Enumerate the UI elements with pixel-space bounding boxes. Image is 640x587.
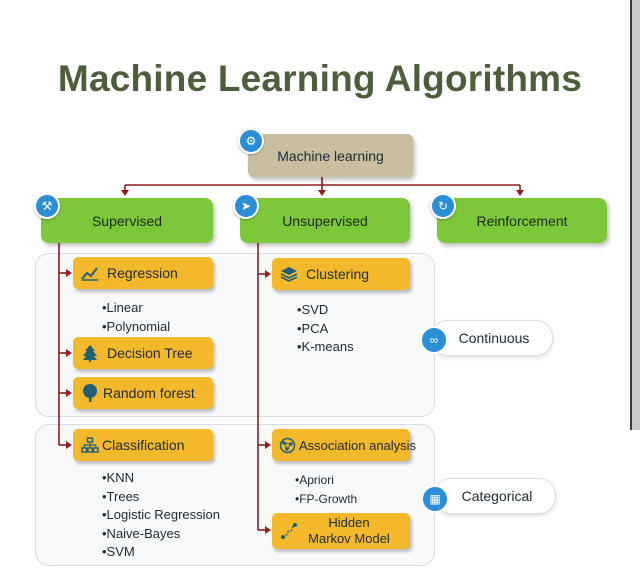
category-supervised-label: Supervised <box>91 212 163 229</box>
list-item: •Linear <box>102 300 143 315</box>
algorithm-hmm-line1: Hidden <box>328 515 370 530</box>
list-item: •Polynomial <box>102 318 171 334</box>
algorithm-hmm-label: Hidden Markov Model <box>308 515 390 547</box>
algorithm-association-analysis-label: Association analysis <box>299 437 417 453</box>
category-reinforcement-label: Reinforcement <box>476 212 568 229</box>
classification-methods-list: •KNN •Trees •Logistic Regression •Naive-… <box>102 469 220 562</box>
clustering-methods-list: •SVD •PCA •K-means <box>297 301 354 357</box>
category-unsupervised: Unsupervised <box>240 198 410 243</box>
list-item: •Naive-Bayes <box>102 525 181 541</box>
list-item: •FP-Growth <box>295 491 358 506</box>
algorithm-hidden-markov-model: Hidden Markov Model <box>272 513 410 549</box>
algorithm-decision-tree: Decision Tree <box>73 337 213 369</box>
gears-icon: ⚙ <box>238 128 264 154</box>
list-item: •Logistic Regression <box>102 507 220 522</box>
algorithm-hmm-line2: Markov Model <box>308 531 390 546</box>
hierarchy-icon <box>79 434 101 456</box>
category-unsupervised-label: Unsupervised <box>282 212 368 229</box>
regression-methods-list: •Linear •Polynomial <box>102 299 170 336</box>
root-node-label: Machine learning <box>277 147 384 164</box>
list-item: •SVM <box>102 544 135 559</box>
paper-plane-icon: ➤ <box>233 193 259 219</box>
group-categorical: Categorical <box>434 478 556 514</box>
list-item: •SVD <box>297 302 329 317</box>
grid-icon: ▦ <box>421 485 449 513</box>
line-chart-icon <box>79 262 101 284</box>
tree-icon <box>79 382 101 404</box>
algorithm-classification-label: Classification <box>102 437 185 453</box>
algorithm-random-forest: Random forest <box>73 377 213 409</box>
list-item: •PCA <box>297 320 329 336</box>
path-icon <box>278 520 300 542</box>
category-supervised: Supervised <box>41 198 213 243</box>
algorithm-association-analysis: Association analysis <box>272 429 416 461</box>
algorithm-clustering-label: Clustering <box>306 266 370 282</box>
list-item: •Apriori <box>295 473 334 487</box>
algorithm-clustering: Clustering <box>272 258 410 290</box>
algorithm-regression-label: Regression <box>107 265 178 281</box>
network-icon <box>276 434 298 456</box>
group-categorical-label: Categorical <box>461 488 533 504</box>
algorithm-regression: Regression <box>73 257 213 289</box>
wrench-icon: ⚒ <box>34 193 60 219</box>
link-icon: ∞ <box>420 326 448 354</box>
category-reinforcement: Reinforcement <box>437 198 607 243</box>
group-continuous: Continuous <box>431 320 553 356</box>
algorithm-decision-tree-label: Decision Tree <box>107 345 193 361</box>
root-node-machine-learning: Machine learning <box>248 134 413 177</box>
diagram-title: Machine Learning Algorithms <box>57 58 583 99</box>
layers-icon <box>278 263 300 285</box>
association-methods-list: •Apriori •FP-Growth <box>295 471 357 508</box>
list-item: •KNN <box>102 470 134 485</box>
algorithm-random-forest-label: Random forest <box>103 385 195 401</box>
list-item: •Trees <box>102 488 140 504</box>
algorithm-classification: Classification <box>73 429 213 461</box>
screen-edge-dark <box>630 0 633 430</box>
screen-edge <box>632 0 640 430</box>
pine-tree-icon <box>79 342 101 364</box>
group-continuous-label: Continuous <box>458 330 530 346</box>
list-item: •K-means <box>297 339 354 354</box>
refresh-icon: ↻ <box>430 193 456 219</box>
